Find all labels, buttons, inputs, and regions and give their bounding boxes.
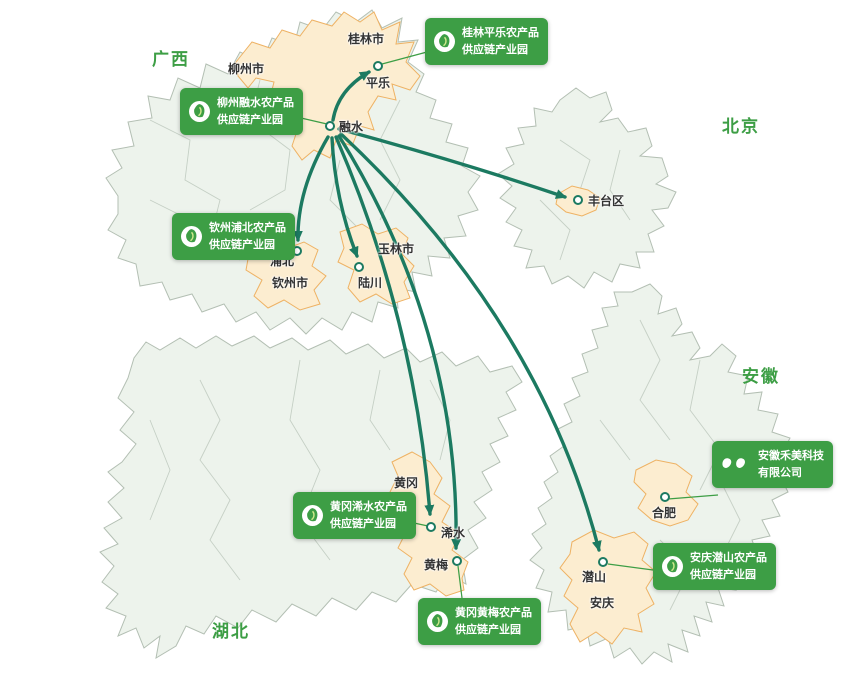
city-label-hefei: 合肥: [652, 506, 677, 520]
park-logo-icon: [434, 31, 455, 52]
province-label-anhui: 安徽: [742, 367, 780, 386]
callout-line1: 钦州浦北农产品: [209, 222, 286, 234]
arrow-rongshui-pingle: [331, 70, 371, 122]
callout-text: 桂林平乐农产品 供应链产业园: [462, 25, 539, 58]
callout-text: 黄冈黄梅农产品 供应链产业园: [455, 605, 532, 638]
park-logo-icon: [662, 556, 683, 577]
callout-line2: 供应链产业园: [209, 238, 275, 251]
callout-huanggang-huangmei-park: 黄冈黄梅农产品 供应链产业园: [418, 598, 541, 645]
callout-line2: 供应链产业园: [690, 568, 756, 581]
city-label-fengtai: 丰台区: [588, 194, 625, 208]
callout-line2: 供应链产业园: [330, 517, 396, 530]
marker-huangmei: [452, 556, 462, 566]
callout-anhui-hemei-company: 安徽禾美科技 有限公司: [712, 441, 833, 488]
city-label-guilin: 桂林市: [348, 32, 385, 46]
callout-line1: 桂林平乐农产品: [462, 27, 539, 39]
marker-qianshan: [598, 557, 608, 567]
city-label-yulin: 玉林市: [378, 242, 415, 256]
city-label-huangmei: 黄梅: [424, 558, 449, 572]
city-label-huanggang: 黄冈: [394, 476, 419, 490]
callout-liuzhou-rongshui-park: 柳州融水农产品 供应链产业园: [180, 88, 303, 135]
city-label-qinzhou: 钦州市: [272, 276, 309, 290]
callout-line1: 安徽禾美科技: [758, 450, 824, 462]
callout-qinzhou-pubei-park: 钦州浦北农产品 供应链产业园: [172, 213, 295, 260]
callout-line2: 供应链产业园: [455, 623, 521, 636]
province-label-hubei: 湖北: [212, 622, 250, 641]
city-label-xishui: 浠水: [441, 526, 466, 540]
arrow-rongshui-luchuan: [330, 136, 359, 258]
marker-luchuan: [354, 262, 364, 272]
callout-line1: 柳州融水农产品: [217, 97, 294, 109]
arrow-rongshui-qianshan: [339, 132, 602, 552]
arrow-rongshui-fengtai: [337, 127, 567, 199]
marker-fengtai: [573, 195, 583, 205]
callout-anqing-qianshan-park: 安庆潜山农产品 供应链产业园: [653, 543, 776, 590]
callout-line2: 供应链产业园: [217, 113, 283, 126]
callout-huanggang-xishui-park: 黄冈浠水农产品 供应链产业园: [293, 492, 416, 539]
province-label-beijing: 北京: [722, 117, 760, 136]
city-label-pingle: 平乐: [366, 76, 391, 90]
arrow-rongshui-xishui: [334, 135, 435, 516]
callout-line1: 安庆潜山农产品: [690, 552, 767, 564]
beijing-province-shape: [497, 87, 677, 289]
park-logo-icon: [427, 611, 448, 632]
callout-line2: 有限公司: [758, 466, 802, 479]
callout-text: 柳州融水农产品 供应链产业园: [217, 95, 294, 128]
city-label-anqing: 安庆: [590, 596, 615, 610]
park-logo-icon: [189, 101, 210, 122]
callout-guilin-pingle-park: 桂林平乐农产品 供应链产业园: [425, 18, 548, 65]
city-label-liuzhou: 柳州市: [228, 62, 265, 76]
marker-pingle: [373, 61, 383, 71]
company-logo-icon: [721, 456, 751, 474]
callout-line2: 供应链产业园: [462, 43, 528, 56]
callout-line1: 黄冈浠水农产品: [330, 501, 407, 513]
city-label-luchuan: 陆川: [358, 276, 383, 290]
province-label-guangxi: 广西: [152, 50, 190, 69]
callout-text: 钦州浦北农产品 供应链产业园: [209, 220, 286, 253]
city-label-rongshui: 融水: [339, 120, 364, 134]
anqing-highlight: [559, 529, 657, 645]
marker-hefei: [660, 492, 670, 502]
city-markers: [292, 61, 670, 567]
callout-line1: 黄冈黄梅农产品: [455, 607, 532, 619]
park-logo-icon: [302, 505, 323, 526]
callout-text: 安庆潜山农产品 供应链产业园: [690, 550, 767, 583]
marker-xishui: [426, 522, 436, 532]
city-label-qianshan: 潜山: [582, 570, 607, 584]
callout-text: 黄冈浠水农产品 供应链产业园: [330, 499, 407, 532]
flow-arrows: [292, 70, 602, 552]
arrow-rongshui-huangmei: [337, 134, 462, 550]
arrow-rongshui-pubei: [292, 135, 330, 242]
marker-rongshui: [325, 121, 335, 131]
callout-text: 安徽禾美科技 有限公司: [758, 448, 824, 481]
park-logo-icon: [181, 226, 202, 247]
